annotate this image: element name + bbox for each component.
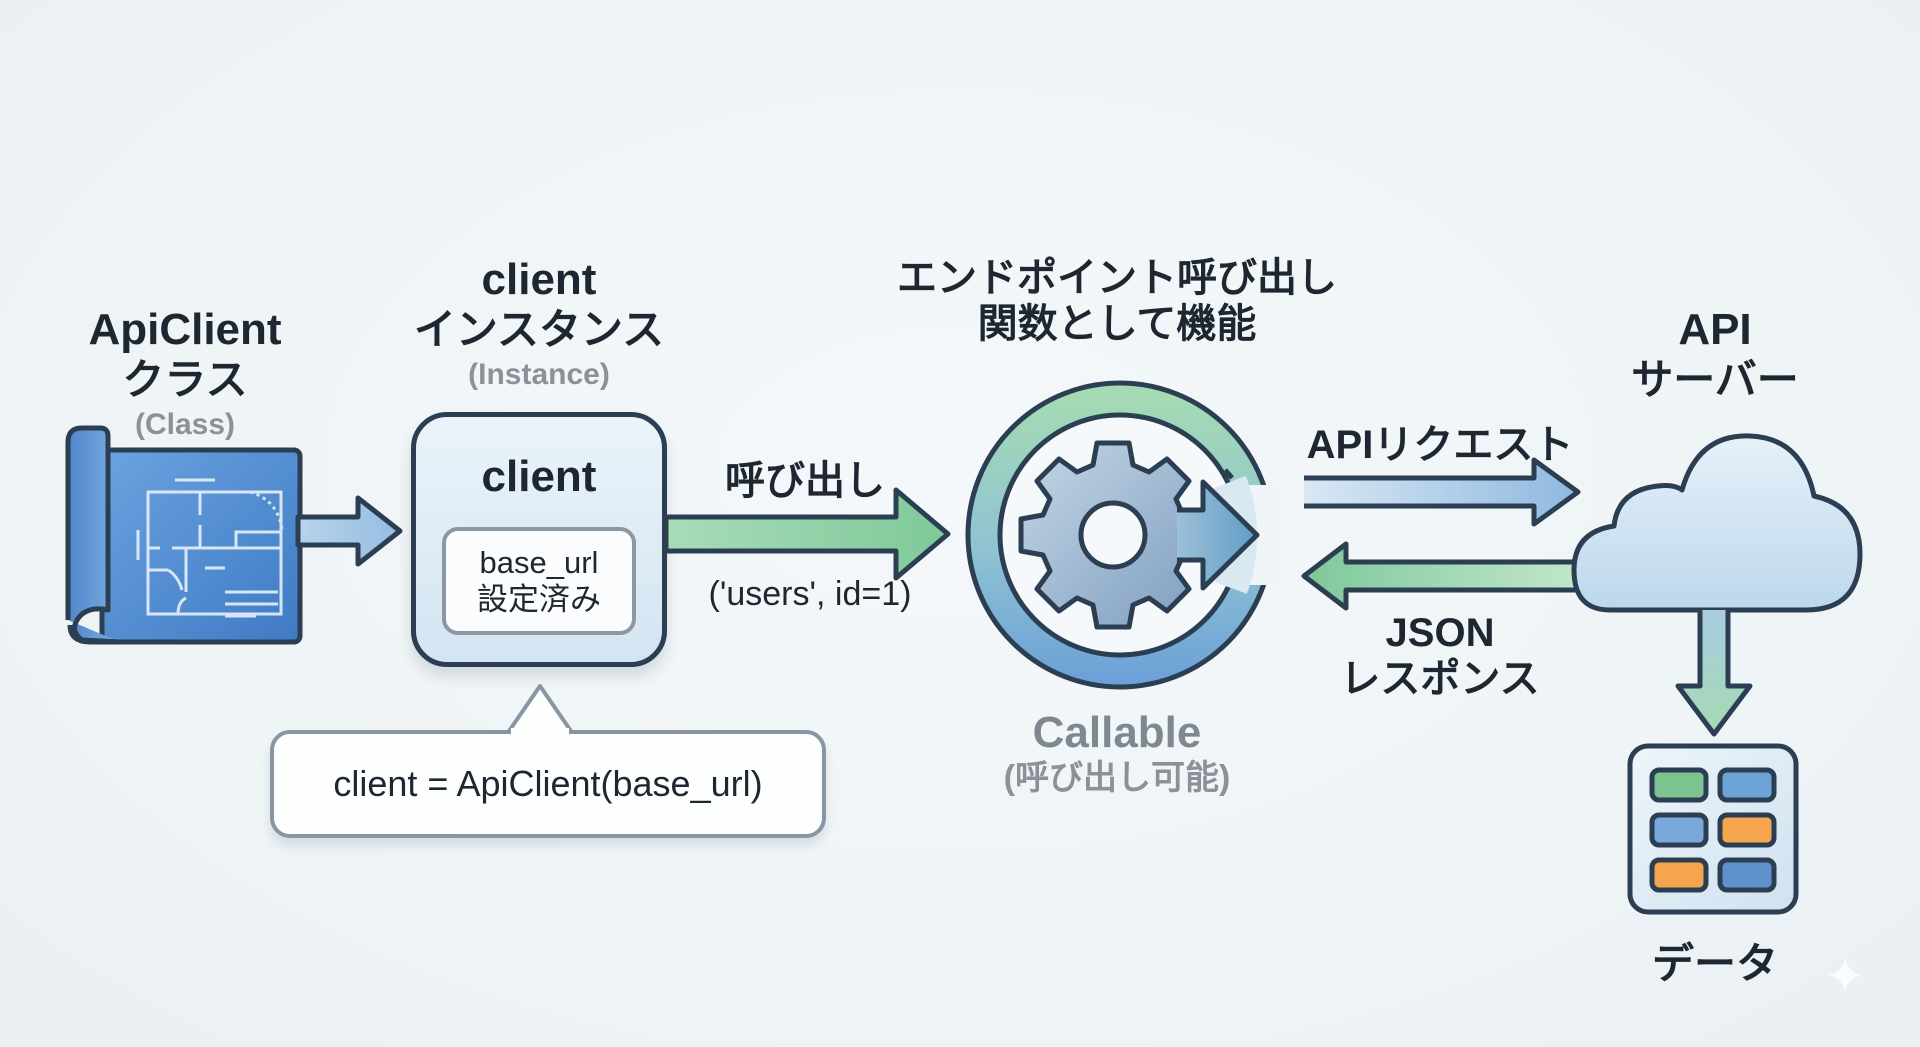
blueprint-icon bbox=[65, 425, 303, 645]
callout-code: client = ApiClient(base_url) bbox=[333, 763, 763, 804]
server-title-api: API bbox=[1678, 305, 1752, 354]
call-params: ('users', id=1) bbox=[708, 575, 912, 613]
class-subtitle: (Class) bbox=[134, 407, 236, 441]
base-url-box: base_url 設定済み bbox=[442, 527, 636, 635]
base-url-status: 設定済み bbox=[477, 582, 601, 617]
data-label: データ bbox=[1651, 940, 1778, 987]
call-label: 呼び出し bbox=[725, 459, 885, 503]
class-title-jp: クラス bbox=[122, 355, 248, 403]
json-response-label-line1: JSON bbox=[1385, 611, 1495, 655]
callable-label-en: Callable bbox=[1032, 708, 1202, 757]
data-cell bbox=[1649, 857, 1709, 893]
instance-subtitle: (Instance) bbox=[468, 357, 610, 391]
callable-title-line2: 関数として機能 bbox=[977, 302, 1257, 346]
data-cell bbox=[1717, 857, 1777, 893]
class-title-name: ApiClient bbox=[88, 305, 282, 354]
instance-title: client インスタンス (Instance) bbox=[389, 255, 689, 392]
arrow-api-request bbox=[1304, 457, 1581, 527]
callable-label: Callable (呼び出し可能) bbox=[917, 708, 1317, 798]
data-cell bbox=[1717, 812, 1777, 848]
client-box-name: client bbox=[481, 452, 597, 501]
data-cell bbox=[1649, 767, 1709, 803]
callout-pointer-cover bbox=[511, 728, 569, 736]
instantiation-callout: client = ApiClient(base_url) bbox=[270, 730, 826, 838]
api-request-label: APIリクエスト bbox=[1306, 423, 1574, 467]
base-url-label: base_url bbox=[479, 544, 599, 580]
json-response-label: JSON レスポンス bbox=[1310, 610, 1570, 702]
arrow-json-response bbox=[1301, 541, 1596, 611]
instance-title-jp: インスタンス bbox=[413, 305, 665, 353]
callout-pointer bbox=[505, 684, 575, 736]
server-title: API サーバー bbox=[1565, 305, 1865, 404]
arrow-class-to-instance bbox=[295, 495, 403, 567]
cloud-server-icon bbox=[1571, 433, 1863, 613]
data-cell bbox=[1649, 812, 1709, 848]
callable-gear-arrow-icon bbox=[965, 380, 1280, 690]
instance-title-name: client bbox=[481, 255, 597, 304]
arrow-server-to-data bbox=[1675, 610, 1753, 737]
class-title: ApiClient クラス (Class) bbox=[40, 305, 330, 442]
client-instance-box: client base_url 設定済み bbox=[411, 412, 667, 667]
sparkle-watermark-icon bbox=[1827, 957, 1863, 993]
json-response-label-line2: レスポンス bbox=[1340, 657, 1540, 701]
arrow-call bbox=[663, 487, 951, 581]
callable-title: エンドポイント呼び出し 関数として機能 bbox=[867, 255, 1367, 347]
callable-title-line1: エンドポイント呼び出し bbox=[897, 256, 1337, 300]
callable-label-jp: (呼び出し可能) bbox=[1003, 758, 1231, 797]
server-title-jp: サーバー bbox=[1631, 355, 1799, 403]
data-cell bbox=[1717, 767, 1777, 803]
data-grid-icon bbox=[1627, 743, 1799, 915]
